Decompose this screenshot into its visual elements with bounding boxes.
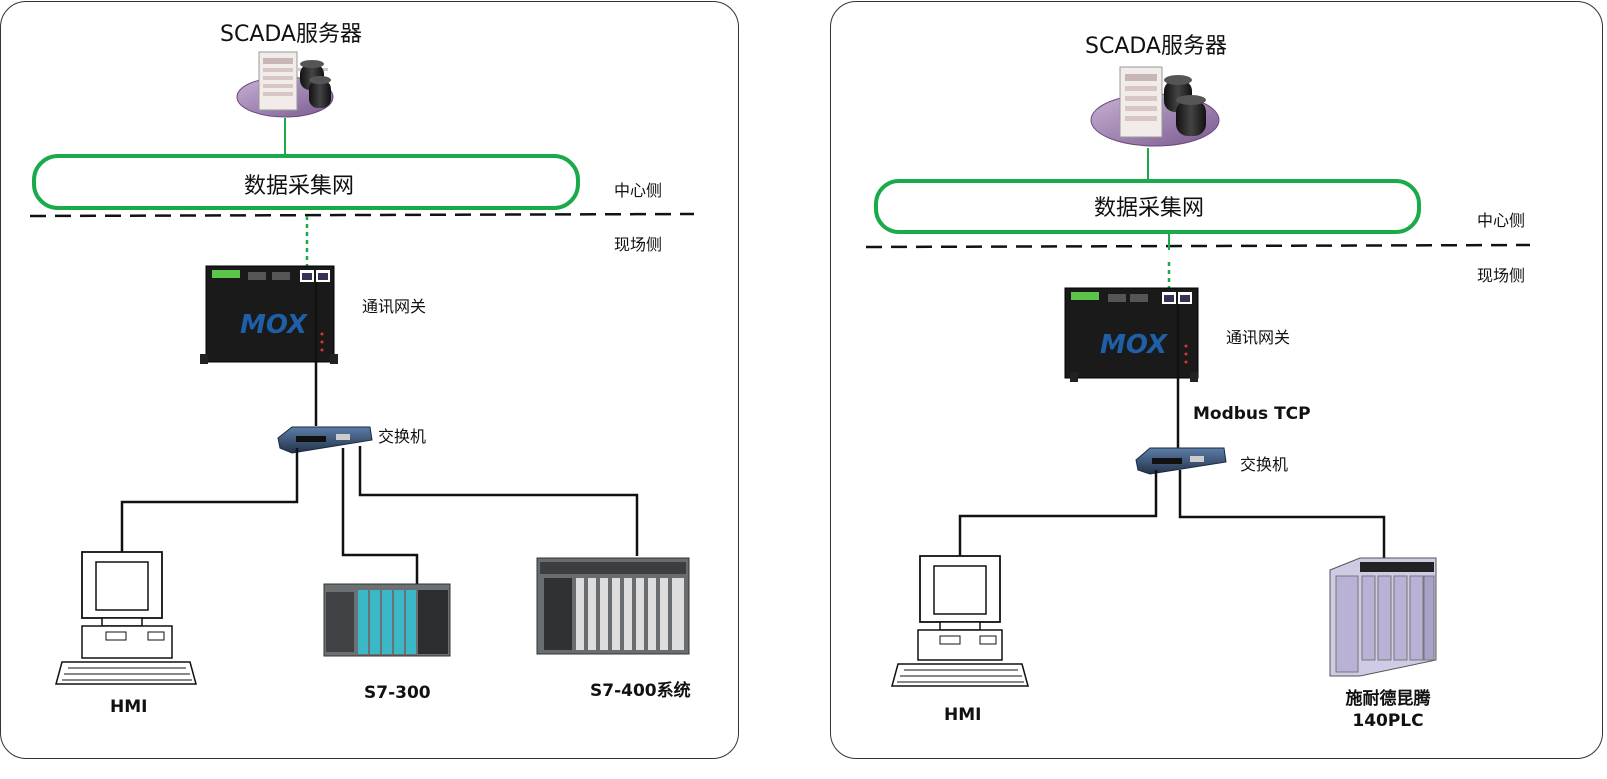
- right-wire-plc: [1178, 470, 1386, 560]
- right-hmi-label: HMI: [944, 705, 982, 725]
- right-network-ring: [874, 179, 1421, 234]
- left-gateway-brand: MOX: [240, 310, 309, 340]
- right-wire-hmi: [958, 470, 1158, 556]
- left-server-label: SCADA服务器: [220, 22, 362, 47]
- right-gateway-icon: MOX: [1064, 287, 1199, 382]
- right-switch-icon: [1135, 447, 1227, 475]
- left-hmi-label: HMI: [110, 697, 148, 717]
- left-gateway-icon: MOX: [200, 265, 338, 364]
- right-divider: [865, 243, 1531, 249]
- left-field-side-label: 现场侧: [614, 235, 663, 254]
- right-switch-label: 交换机: [1240, 455, 1289, 474]
- left-s7400-label: S7-400系统: [590, 681, 691, 701]
- right-scada-server-icon: [1090, 66, 1220, 147]
- right-center-side-label: 中心侧: [1477, 211, 1526, 230]
- left-gateway-label: 通讯网关: [362, 297, 427, 316]
- left-switch-icon: [277, 426, 373, 454]
- right-gateway-label: 通讯网关: [1226, 328, 1291, 347]
- right-plc-label-line2: 140PLC: [1352, 711, 1424, 731]
- left-switch-label: 交换机: [378, 427, 427, 446]
- right-plc-label-line1: 施耐德昆腾: [1345, 689, 1431, 709]
- right-plc-label: 施耐德昆腾 140PLC: [1340, 688, 1436, 732]
- left-hmi-icon: [55, 551, 197, 685]
- right-server-label: SCADA服务器: [1085, 34, 1227, 59]
- left-wire-s7300: [341, 448, 419, 586]
- left-wire-hmi: [120, 448, 299, 552]
- left-s7300-icon: [323, 583, 451, 657]
- right-schneider-plc-icon: [1329, 557, 1437, 677]
- left-network-label: 数据采集网: [244, 174, 355, 199]
- left-wire-s7400: [358, 446, 639, 556]
- right-protocol-label: Modbus TCP: [1193, 404, 1311, 424]
- right-network-label: 数据采集网: [1094, 196, 1205, 221]
- right-gateway-brand: MOX: [1100, 330, 1169, 360]
- left-s7300-label: S7-300: [364, 683, 431, 703]
- left-center-side-label: 中心侧: [614, 181, 663, 200]
- right-hmi-icon: [891, 555, 1029, 687]
- left-divider: [29, 212, 695, 218]
- left-s7400-icon: [536, 557, 690, 655]
- left-scada-server-icon: [236, 51, 334, 118]
- left-network-ring: [32, 154, 580, 210]
- right-field-side-label: 现场侧: [1477, 266, 1526, 285]
